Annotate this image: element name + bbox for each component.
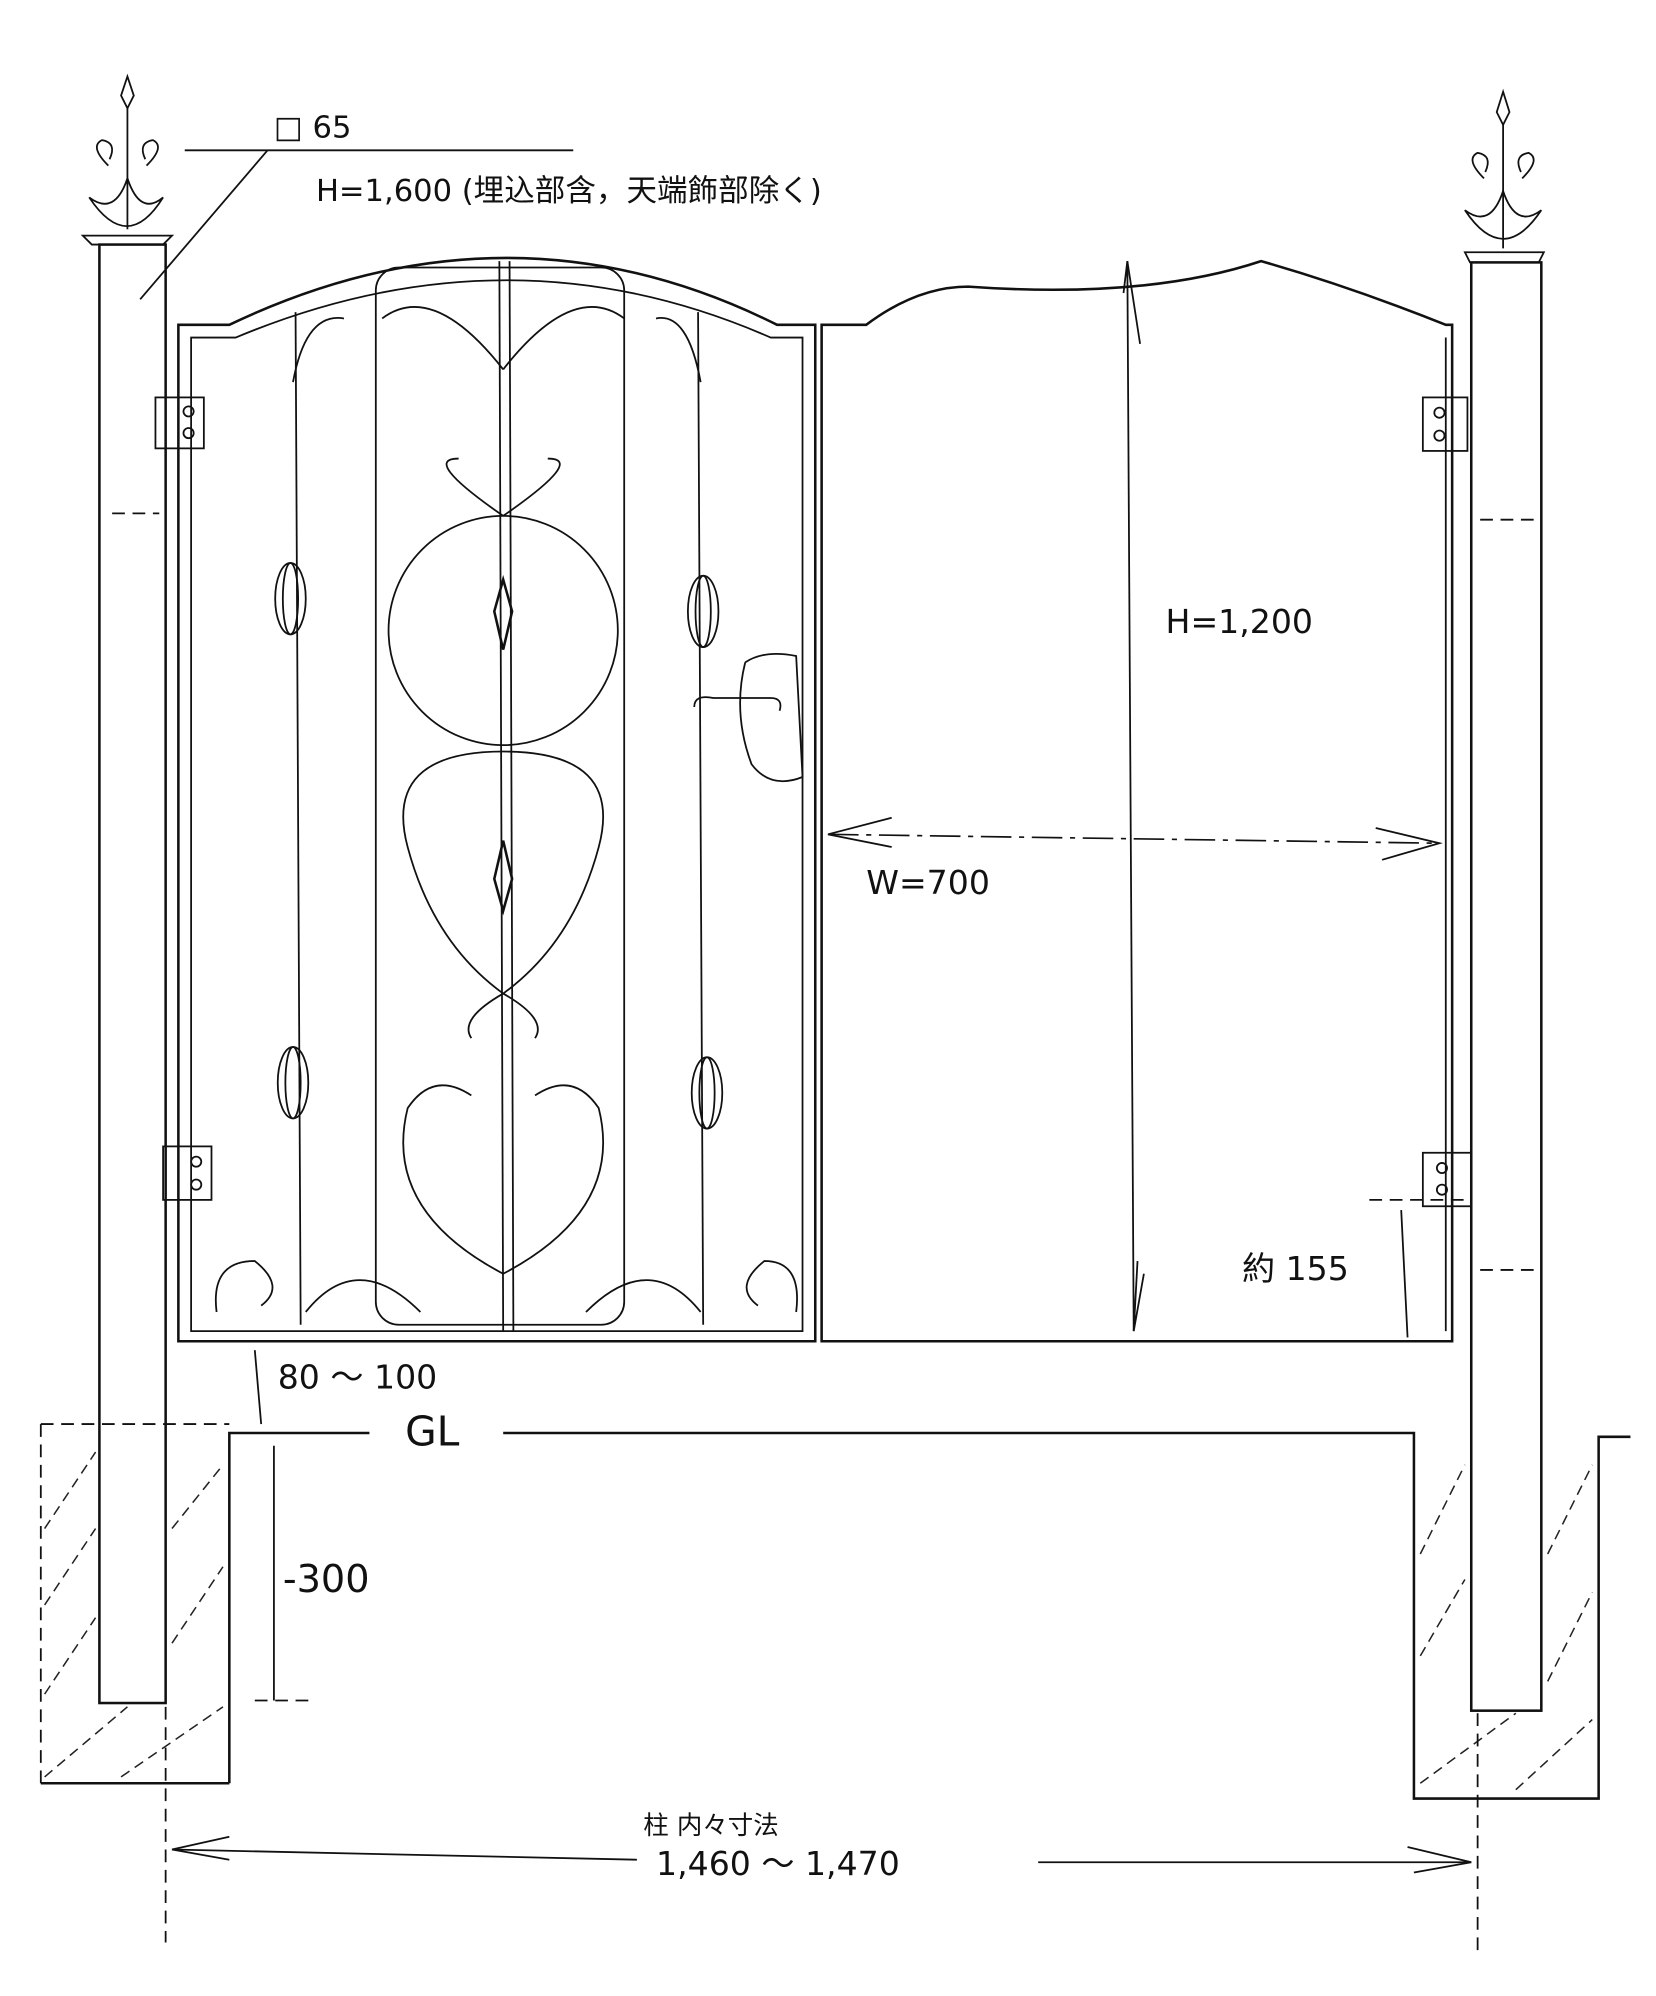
right-post <box>1469 261 1543 1712</box>
plain-gate-panel <box>820 259 1454 1343</box>
embed-depth-label: -300 <box>283 1558 370 1602</box>
gate-width-label: W=700 <box>866 863 990 902</box>
hinge-offset-label: 約 155 <box>1242 1249 1349 1288</box>
inner-dimension-title: 柱 内々寸法 <box>643 1811 778 1841</box>
ornamental-gate-leaf <box>177 256 817 1343</box>
ground-section <box>39 1423 1631 1800</box>
post-size-label: □ 65 <box>274 111 351 146</box>
gate-height-label: H=1,200 <box>1166 602 1313 641</box>
left-post <box>98 243 167 1705</box>
hinges <box>154 396 1473 1208</box>
gate-latch-handle <box>693 696 782 712</box>
inner-dimension-value: 1,460 ～ 1,470 <box>656 1844 900 1883</box>
ground-level-label: GL <box>405 1408 460 1456</box>
post-height-label: H=1,600 (埋込部含，天端飾部除く) <box>316 174 822 209</box>
ground-clearance-label: 80 ～ 100 <box>278 1357 437 1396</box>
left-finial <box>80 73 175 246</box>
right-finial <box>1463 88 1546 264</box>
